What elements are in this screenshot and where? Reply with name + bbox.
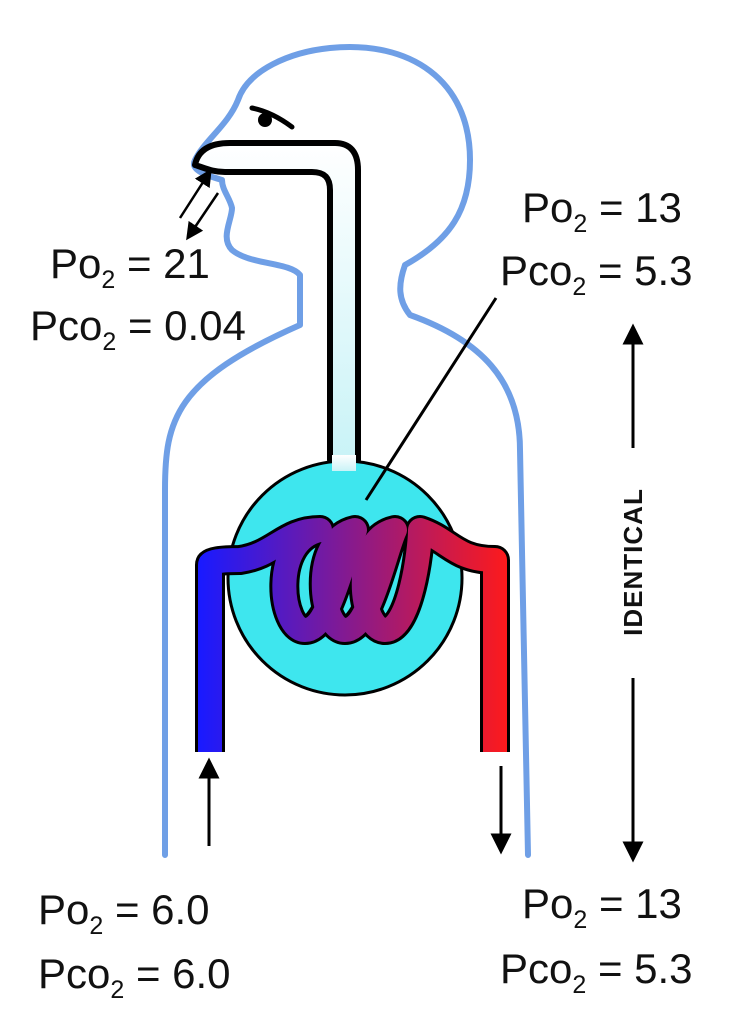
alveolar-po2-label: Po2 = 13 bbox=[522, 184, 682, 238]
eye-icon bbox=[249, 105, 295, 130]
body-outline bbox=[162, 44, 531, 858]
breath-arrows bbox=[178, 168, 220, 241]
svg-text:Pco2 = 0.04: Pco2 = 0.04 bbox=[30, 302, 246, 356]
svg-text:Pco2 = 6.0: Pco2 = 6.0 bbox=[38, 950, 231, 1004]
svg-text:Pco2 = 5.3: Pco2 = 5.3 bbox=[500, 945, 693, 999]
alveolar-pointer-line bbox=[364, 297, 498, 501]
venous-pco2-label: Pco2 = 6.0 bbox=[38, 950, 231, 1004]
svg-text:Pco2 = 5.3: Pco2 = 5.3 bbox=[500, 247, 693, 301]
arrow-icon bbox=[186, 192, 220, 241]
svg-text:Po2 = 21: Po2 = 21 bbox=[50, 240, 210, 294]
svg-text:Po2 = 13: Po2 = 13 bbox=[522, 184, 682, 238]
identical-label: IDENTICAL bbox=[618, 488, 648, 636]
svg-text:Po2 = 13: Po2 = 13 bbox=[522, 880, 682, 934]
alveolar-pco2-label: Pco2 = 5.3 bbox=[500, 247, 693, 301]
air-pco2-label: Pco2 = 0.04 bbox=[30, 302, 246, 356]
svg-text:Po2 = 6.0: Po2 = 6.0 bbox=[38, 886, 210, 940]
arrow-icon bbox=[178, 168, 212, 219]
venous-po2-label: Po2 = 6.0 bbox=[38, 886, 210, 940]
air-po2-label: Po2 = 21 bbox=[50, 240, 210, 294]
arterial-po2-label: Po2 = 13 bbox=[522, 880, 682, 934]
arterial-pco2-label: Pco2 = 5.3 bbox=[500, 945, 693, 999]
capillary bbox=[195, 515, 510, 752]
